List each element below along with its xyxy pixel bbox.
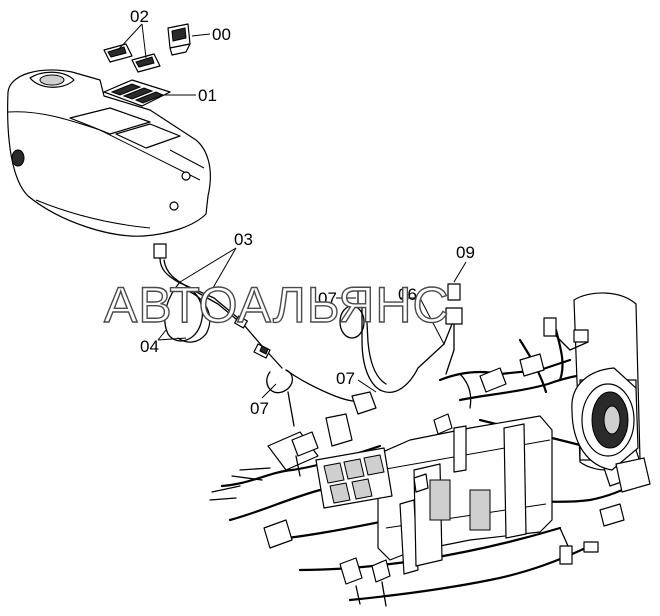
switch-02-left[interactable] [103,43,133,63]
leader-lines [117,23,467,399]
wiring-harness-06 [266,283,463,427]
callout-06: 06 [398,285,417,304]
switch-panel-01[interactable] [103,79,171,107]
callout-09: 09 [456,243,475,262]
callout-03: 03 [234,230,253,249]
callout-00: 00 [212,25,231,44]
center-console [7,69,211,237]
callout-01: 01 [198,86,217,105]
switch-02-right[interactable] [131,53,161,73]
main-wiring-harness [209,292,651,607]
callout-04: 04 [140,337,159,356]
watermark: АВТОАЛЬЯНС [104,277,450,333]
callout-07-low: 07 [250,399,269,418]
callout-07-top: 07 [318,289,337,308]
round-unit [571,367,651,493]
rocker-switch-00[interactable] [167,23,191,56]
callout-07-mid: 07 [336,369,355,388]
callout-02: 02 [130,7,149,26]
wiring-harness-03 [153,243,283,369]
